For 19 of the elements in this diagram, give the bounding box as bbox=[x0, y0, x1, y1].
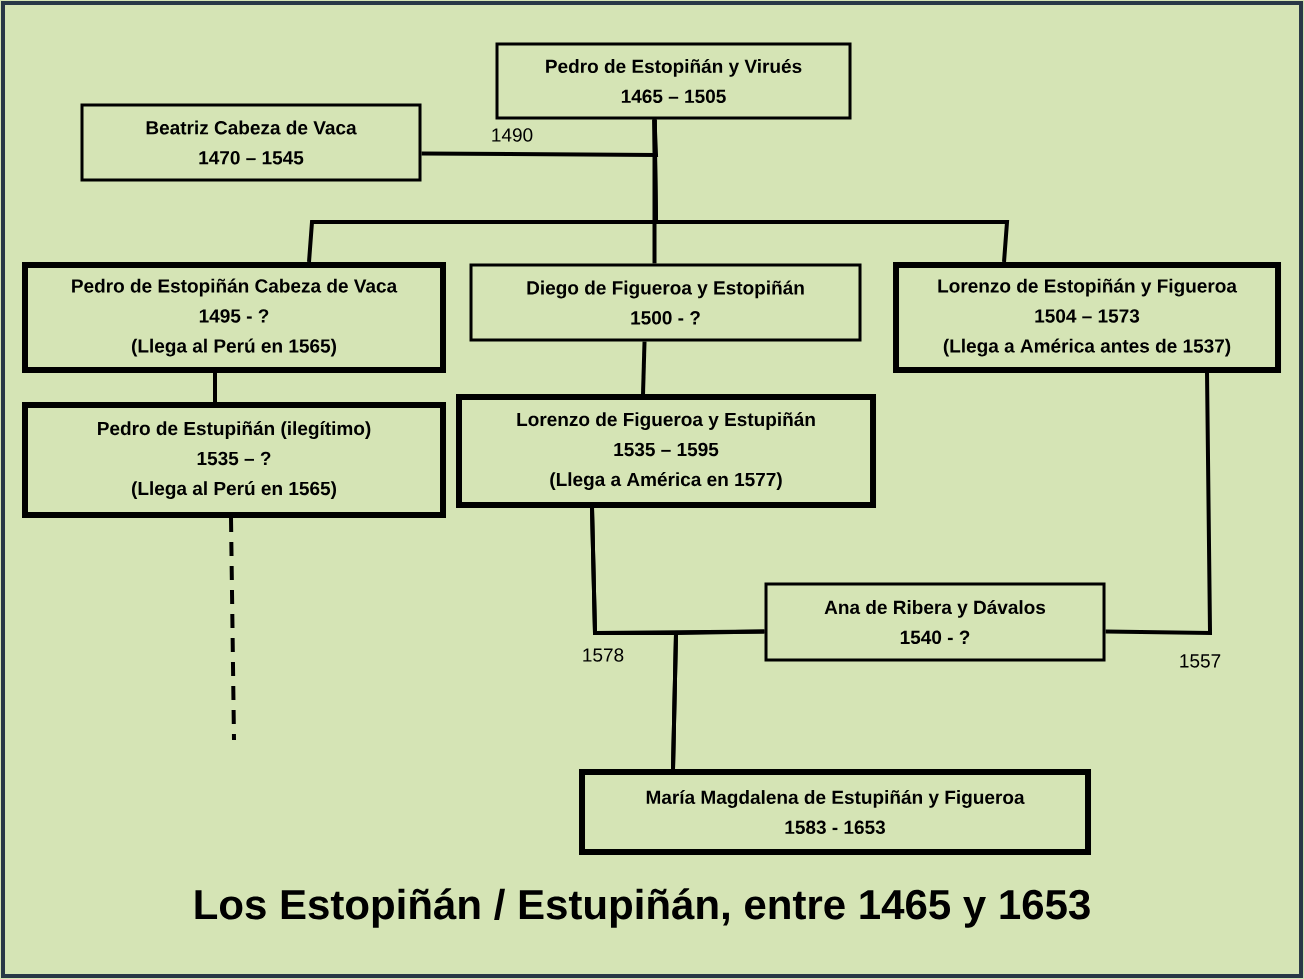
person-box: Pedro de Estopiñán Cabeza de Vaca 1495 - ? (Llega al Perú en 1565) bbox=[22, 262, 446, 373]
edge-label: 1578 bbox=[579, 646, 627, 664]
person-box: Lorenzo de Estopiñán y Figueroa 1504 – 1573 (Llega a América antes de 1537) bbox=[893, 262, 1281, 373]
title: Los Estopiñán / Estupiñán, entre 1465 y 1653 bbox=[195, 888, 1090, 928]
connector-line bbox=[671, 629, 765, 770]
person-box: Pedro de Estopiñán y Virués 1465 – 1505 bbox=[495, 42, 852, 120]
connector-line bbox=[652, 119, 1010, 263]
connector-line bbox=[1105, 372, 1213, 636]
connector-line bbox=[229, 518, 236, 741]
person-box: Pedro de Estupiñán (ilegítimo) 1535 – ? (Llega al Perú en 1565) bbox=[22, 402, 446, 518]
person-box: Diego de Figueroa y Estopiñán 1500 - ? bbox=[469, 263, 862, 342]
person-box: Lorenzo de Figueroa y Estupiñán 1535 – 1595 (Llega a América en 1577) bbox=[456, 394, 876, 508]
connector-line bbox=[213, 373, 217, 402]
person-box: Ana de Ribera y Dávalos 1540 - ? bbox=[764, 582, 1106, 662]
connector-line bbox=[641, 341, 647, 395]
person-box: Beatriz Cabeza de Vaca 1470 – 1545 bbox=[80, 103, 422, 182]
person-box: María Magdalena de Estupiñán y Figueroa 1583 - 1653 bbox=[579, 769, 1091, 855]
edge-label: 1557 bbox=[1176, 652, 1224, 670]
edge-label: 1490 bbox=[488, 126, 536, 144]
